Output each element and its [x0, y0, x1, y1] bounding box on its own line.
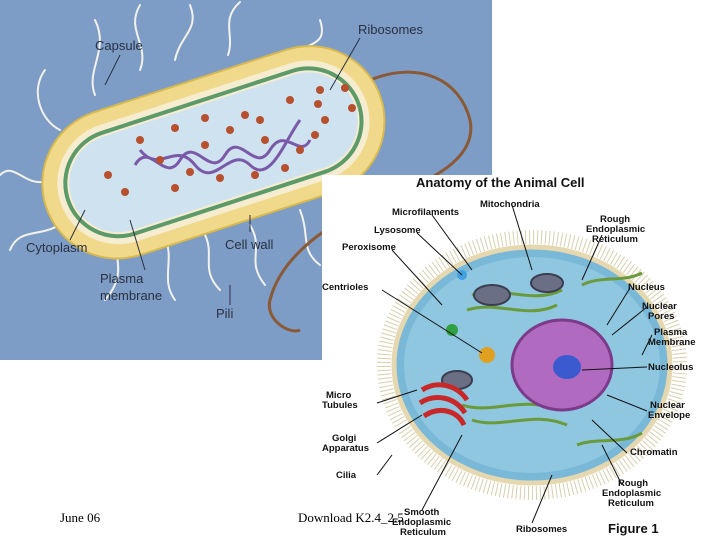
bact-leader-lines: [69, 37, 361, 305]
mitochondrion-2: [530, 273, 564, 293]
plasma-membrane-label-line1: Plasma: [654, 327, 688, 338]
smooth-er-label-line2: Endoplasmic: [392, 517, 452, 528]
rough-er-top-label-line2: Endoplasmic: [586, 224, 646, 235]
capsule-label: Capsule: [95, 38, 143, 53]
chromatin-label: Chromatin: [630, 447, 678, 458]
nuclear-pores-label-line1: Nuclear: [642, 301, 677, 312]
nucleolus-label: Nucleolus: [648, 362, 694, 373]
smooth-er-label-line1: Smooth: [404, 507, 440, 518]
plasma-membrane-label-line1: Plasma: [100, 271, 144, 286]
cilia-label: Cilia: [336, 470, 357, 481]
lysosome-label: Lysosome: [374, 225, 421, 236]
rough-er-bottom-label-line2: Endoplasmic: [602, 488, 662, 499]
nucleolus-body: [553, 355, 581, 379]
dna-strand: [133, 119, 312, 175]
footer-download: Download K2.4_2.5: [298, 510, 404, 525]
plasma-membrane-label-line2: membrane: [100, 288, 163, 303]
smooth-er-label-line3: Reticulum: [400, 527, 446, 538]
pili-label: Pili: [216, 306, 234, 321]
animal-leader-lines: [376, 204, 653, 524]
peroxisome-label: Peroxisome: [342, 242, 396, 253]
golgi-stack: [418, 382, 470, 427]
mitochondrion-1: [473, 284, 511, 306]
plasma-membrane-layer: [63, 66, 364, 239]
ribosome-dots: [104, 84, 356, 196]
centriole-body: [479, 347, 495, 363]
micro-tubules-label-line1: Micro: [326, 390, 352, 401]
mitochondria-label: Mitochondria: [480, 199, 540, 210]
nucleus-label: Nucleus: [628, 282, 665, 293]
golgi-apparatus-label-line2: Apparatus: [322, 443, 369, 454]
figure-label: Figure 1: [608, 521, 659, 536]
cell-wall-label: Cell wall: [225, 237, 274, 252]
ribosomes-label: Ribosomes: [516, 524, 568, 535]
microfilaments-label: Microfilaments: [392, 207, 460, 218]
nuclear-envelope-label-line1: Nuclear: [650, 400, 685, 411]
micro-tubules-label-line2: Tubules: [322, 400, 358, 411]
animal-cell-diagram: Anatomy of the Animal Cell Microfilament…: [322, 175, 720, 540]
cilia-fringe: [377, 230, 687, 500]
nuclear-pores-label-line2: Pores: [648, 311, 675, 322]
lysosome-body: [446, 324, 458, 336]
rough-er-bottom-label-line1: Rough: [618, 478, 649, 489]
plasma-membrane-label-line2: Membrane: [648, 337, 696, 348]
rough-er-bottom-label-line3: Reticulum: [608, 498, 654, 509]
ribosomes-label: Ribosomes: [358, 22, 424, 37]
rough-er-top-label-line1: Rough: [600, 214, 631, 225]
centrioles-label: Centrioles: [322, 282, 369, 293]
animal-cell-illustration: [322, 175, 720, 540]
cytoplasm-region: [69, 72, 358, 233]
footer-date: June 06: [60, 510, 101, 525]
animal-cell-title: Anatomy of the Animal Cell: [416, 175, 585, 190]
cytoplasm-label: Cytoplasm: [26, 240, 88, 255]
nuclear-envelope-label-line2: Envelope: [648, 410, 691, 421]
golgi-apparatus-label-line1: Golgi: [332, 433, 357, 444]
rough-er-top-label-line3: Reticulum: [592, 234, 638, 245]
